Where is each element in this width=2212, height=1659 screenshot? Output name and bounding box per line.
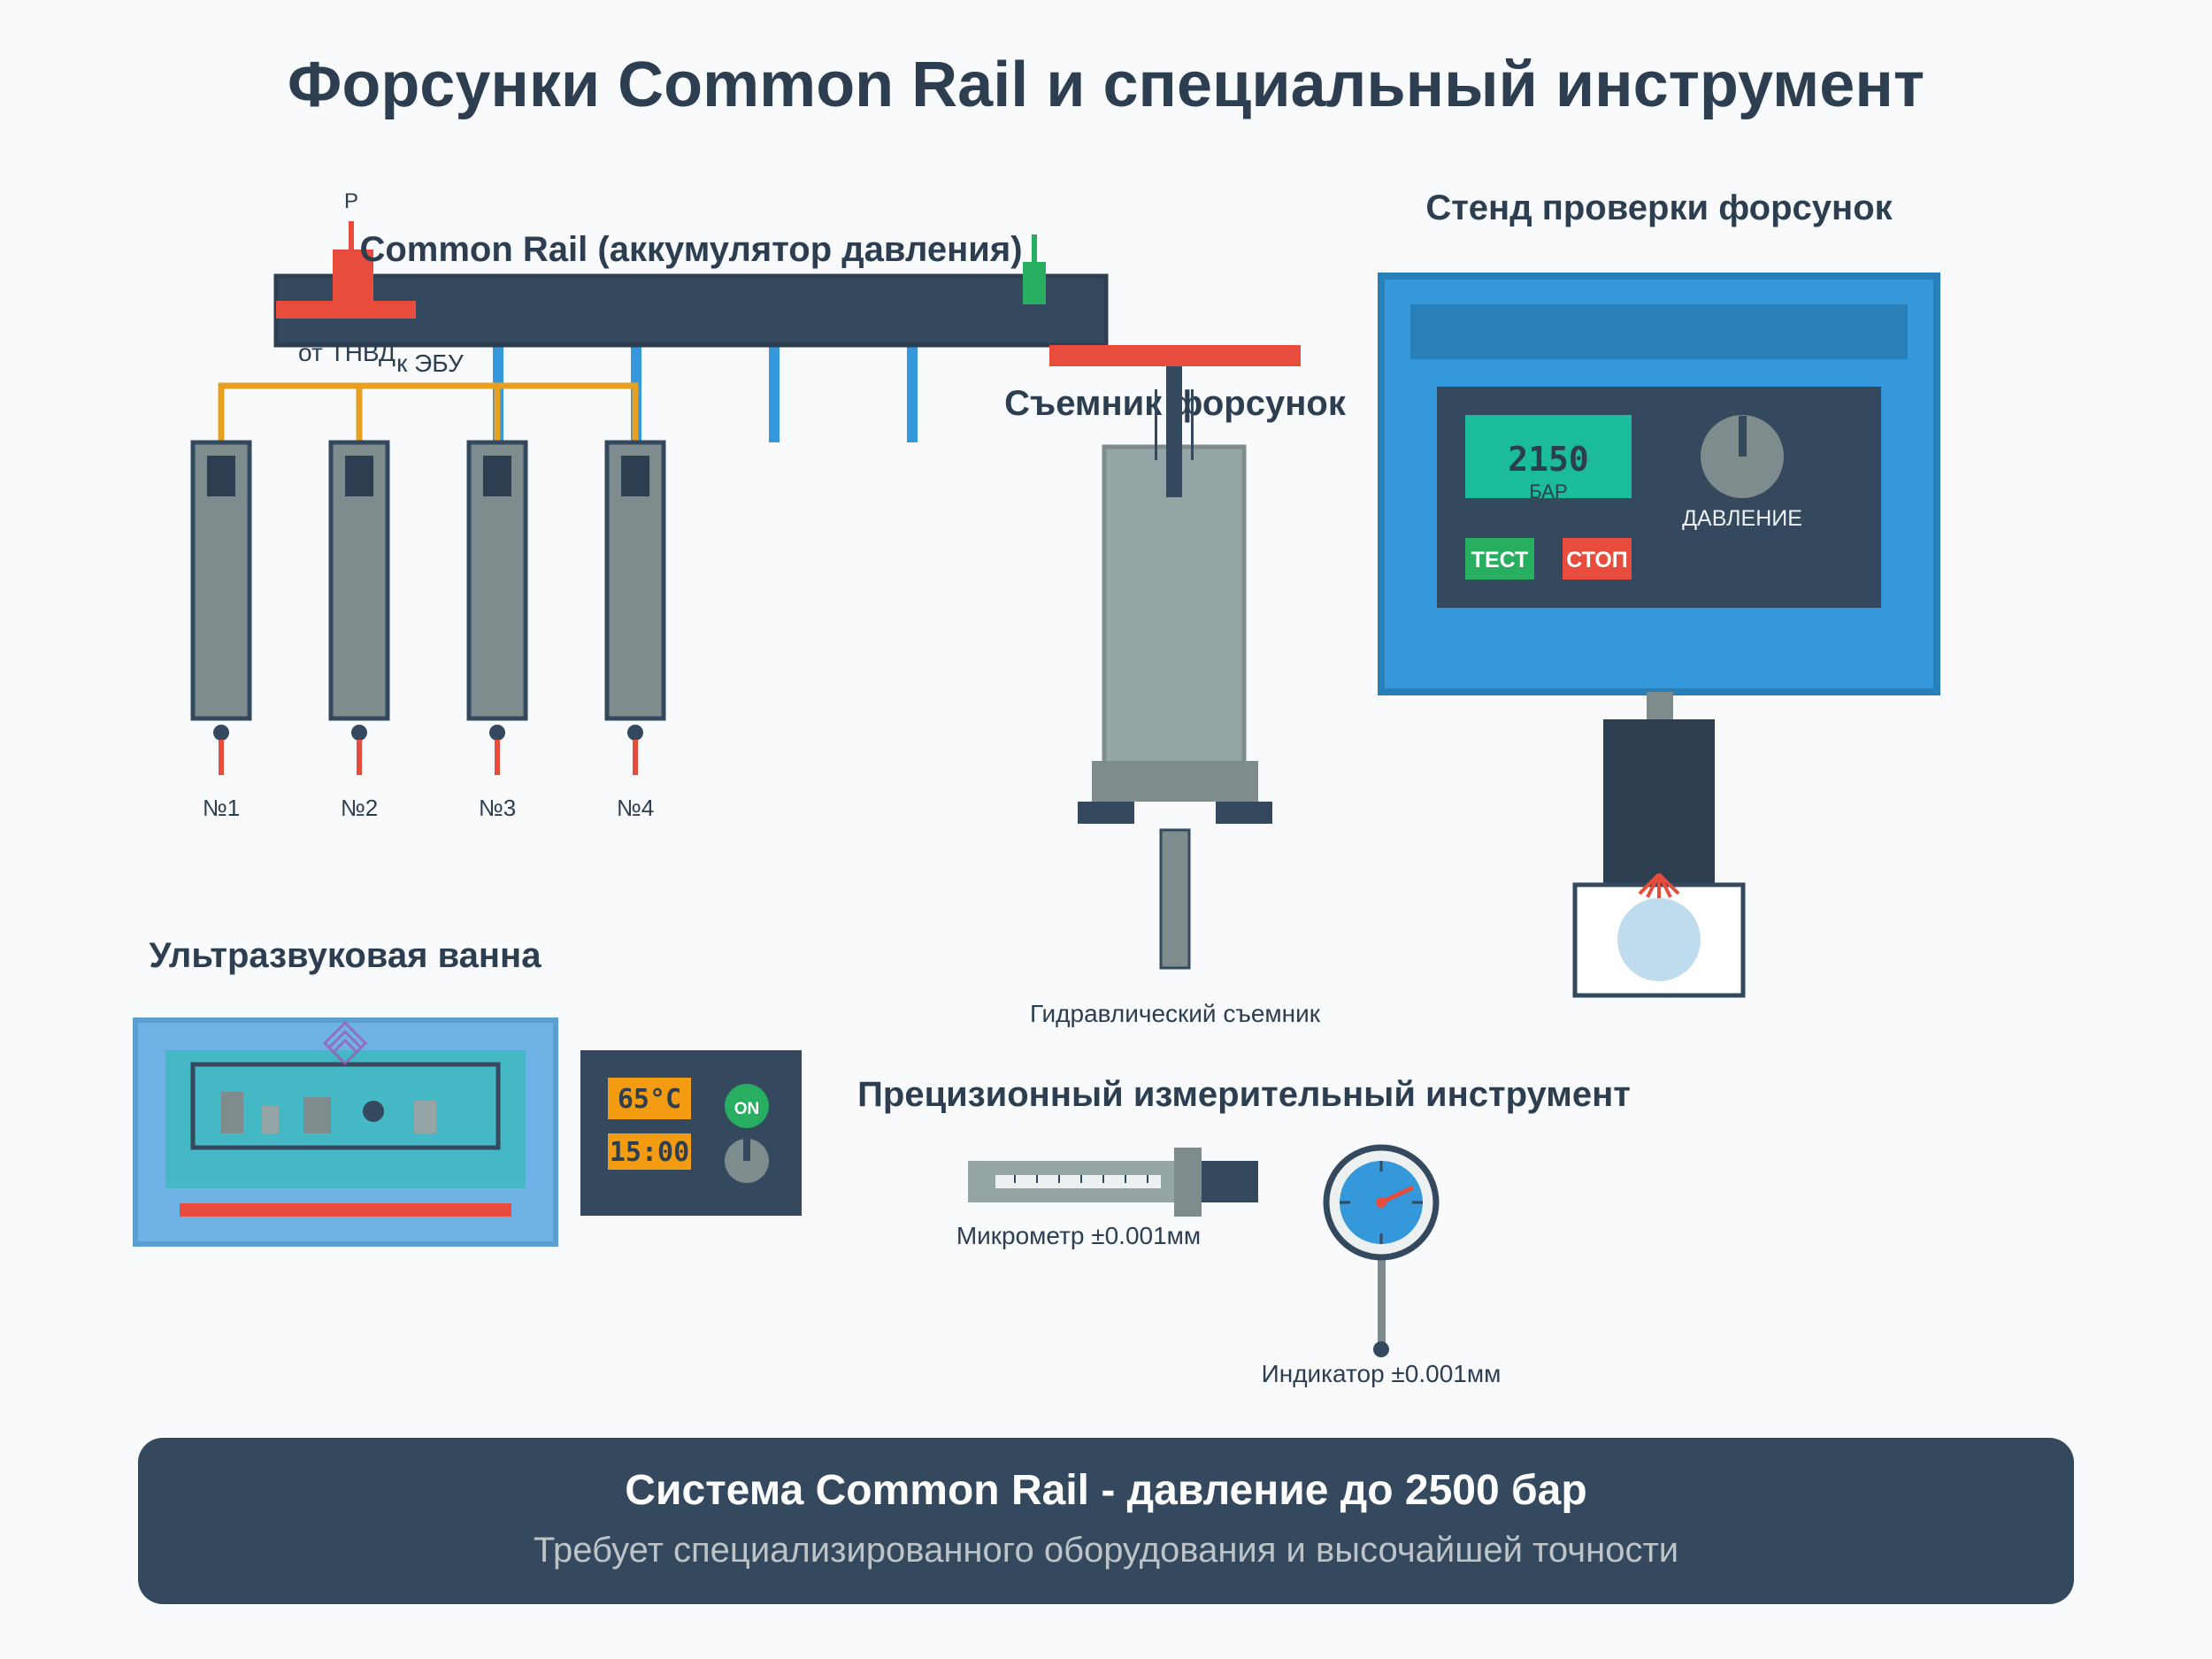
spray-pattern bbox=[1617, 898, 1701, 981]
ecu-label: к ЭБУ bbox=[396, 349, 464, 377]
stop-button-label: СТОП bbox=[1566, 548, 1628, 572]
power-button-label: ON bbox=[734, 1100, 760, 1118]
pressure-readout: 2150 bbox=[1508, 440, 1589, 479]
injector-holder bbox=[1603, 719, 1715, 885]
page-title: Форсунки Common Rail и специальный инстр… bbox=[288, 50, 1924, 120]
micrometer-icon bbox=[968, 1148, 1258, 1217]
footer-subline: Требует специализированного оборудования… bbox=[534, 1531, 1678, 1570]
feed-pipe bbox=[769, 345, 780, 442]
pressure-sensor-body bbox=[333, 250, 373, 307]
bath-heater-strip bbox=[180, 1203, 511, 1217]
footer-banner: Система Common Rail - давление до 2500 б… bbox=[138, 1438, 2074, 1604]
timer-display bbox=[608, 1133, 691, 1170]
inlet-pipe bbox=[276, 301, 416, 319]
injector-puller-section: Съемник форсунок Гидравлический съемник bbox=[1004, 345, 1347, 1027]
injector-label: №2 bbox=[341, 795, 378, 821]
pressure-unit: БАР bbox=[1529, 480, 1567, 503]
stop-button[interactable]: СТОП bbox=[1563, 538, 1632, 580]
knob-pointer bbox=[1739, 416, 1747, 457]
test-button[interactable]: ТЕСТ bbox=[1465, 538, 1534, 580]
test-button-label: ТЕСТ bbox=[1471, 548, 1529, 572]
puller-caption: Гидравлический съемник bbox=[1030, 1000, 1321, 1027]
puller-rod bbox=[1191, 389, 1194, 460]
puller-cylinder bbox=[1102, 444, 1247, 766]
test-bench-title: Стенд проверки форсунок bbox=[1425, 188, 1893, 227]
indicator-tip bbox=[1373, 1341, 1389, 1357]
footer-background bbox=[138, 1438, 2074, 1604]
pressure-sensor-label: P bbox=[344, 189, 358, 213]
feed-pipe bbox=[907, 345, 918, 442]
injector-label: №1 bbox=[203, 795, 240, 821]
injector-label: №4 bbox=[617, 795, 654, 821]
injector-nozzle bbox=[489, 725, 505, 741]
valve-stem bbox=[1032, 234, 1037, 265]
indicator-needle bbox=[1379, 1185, 1415, 1205]
pressure-valve bbox=[1023, 262, 1046, 304]
pressure-display bbox=[1465, 415, 1632, 498]
injector-spray bbox=[495, 740, 500, 775]
ultrasonic-waves-icon bbox=[322, 1020, 368, 1066]
ultrasonic-bath-section: Ультразвуковая ванна 65°C 15:00 ON bbox=[133, 936, 802, 1247]
bath-part bbox=[221, 1092, 243, 1133]
common-rail-section: P Common Rail (аккумулятор давления) от … bbox=[190, 189, 1109, 821]
test-bench-section: Стенд проверки форсунок 2150 БАР ДАВЛЕНИ… bbox=[1378, 188, 1940, 998]
pressure-sensor: P bbox=[333, 189, 373, 307]
indicator-label: Индикатор ±0.001мм bbox=[1262, 1360, 1502, 1387]
indicator-hub bbox=[1376, 1197, 1386, 1208]
puller-adapter bbox=[1159, 828, 1191, 970]
measuring-section: Прецизионный измерительный инструмент Ми… bbox=[857, 1075, 1631, 1387]
rail-label: Common Rail (аккумулятор давления) bbox=[359, 230, 1022, 269]
micrometer-scale bbox=[995, 1175, 1161, 1188]
puller-foot-right bbox=[1216, 802, 1272, 824]
measuring-title: Прецизионный измерительный инструмент bbox=[857, 1075, 1631, 1114]
test-bench-header-strip bbox=[1410, 304, 1908, 359]
puller-foot-left bbox=[1078, 802, 1134, 824]
injector-connector bbox=[483, 456, 511, 496]
bath-control-unit bbox=[580, 1050, 802, 1216]
bath-liquid bbox=[165, 1050, 526, 1188]
ultrasonic-title: Ультразвуковая ванна bbox=[150, 936, 542, 975]
puller-rod bbox=[1155, 389, 1157, 460]
indicator-stem bbox=[1378, 1256, 1386, 1345]
injector-2: №2 bbox=[328, 440, 390, 821]
puller-screw bbox=[1166, 366, 1182, 497]
injector-nozzle bbox=[213, 725, 229, 741]
power-button[interactable]: ON bbox=[725, 1084, 769, 1128]
dial-indicator-icon bbox=[1323, 1144, 1440, 1357]
puller-base bbox=[1092, 761, 1258, 802]
temperature-readout: 65°C bbox=[618, 1084, 681, 1115]
injector-spray bbox=[633, 740, 638, 775]
micrometer-ticks bbox=[1014, 1175, 1148, 1183]
bath-part bbox=[303, 1097, 331, 1133]
bath-part bbox=[363, 1101, 384, 1122]
rail-feed-pipes bbox=[493, 345, 918, 442]
injector-nozzle bbox=[627, 725, 643, 741]
micrometer-anvil bbox=[1174, 1148, 1202, 1217]
puller-handle bbox=[1049, 345, 1301, 366]
injector-4: №4 bbox=[604, 440, 666, 821]
micrometer-label: Микрометр ±0.001мм bbox=[956, 1222, 1201, 1249]
ecu-harness bbox=[218, 382, 639, 458]
injector-1: №1 bbox=[190, 440, 252, 821]
injector-spray bbox=[357, 740, 362, 775]
injector-nozzle bbox=[351, 725, 367, 741]
inlet-label: от ТНВД bbox=[298, 339, 396, 366]
injector-label: №3 bbox=[479, 795, 516, 821]
spray-jets-icon bbox=[1638, 872, 1680, 898]
bath-part bbox=[262, 1106, 279, 1133]
micrometer-thimble bbox=[1202, 1161, 1258, 1202]
bath-dial-pointer bbox=[743, 1139, 750, 1161]
knob-label: ДАВЛЕНИЕ bbox=[1682, 506, 1802, 531]
temperature-display bbox=[608, 1078, 691, 1119]
injector-3: №3 bbox=[466, 440, 528, 821]
injector-connector bbox=[207, 456, 235, 496]
injector-connector bbox=[621, 456, 649, 496]
injector-connector bbox=[345, 456, 373, 496]
bath-part bbox=[414, 1101, 436, 1133]
indicator-ticks bbox=[1340, 1161, 1423, 1244]
injector-spray bbox=[219, 740, 224, 775]
footer-headline: Система Common Rail - давление до 2500 б… bbox=[625, 1467, 1586, 1514]
timer-readout: 15:00 bbox=[610, 1137, 689, 1168]
